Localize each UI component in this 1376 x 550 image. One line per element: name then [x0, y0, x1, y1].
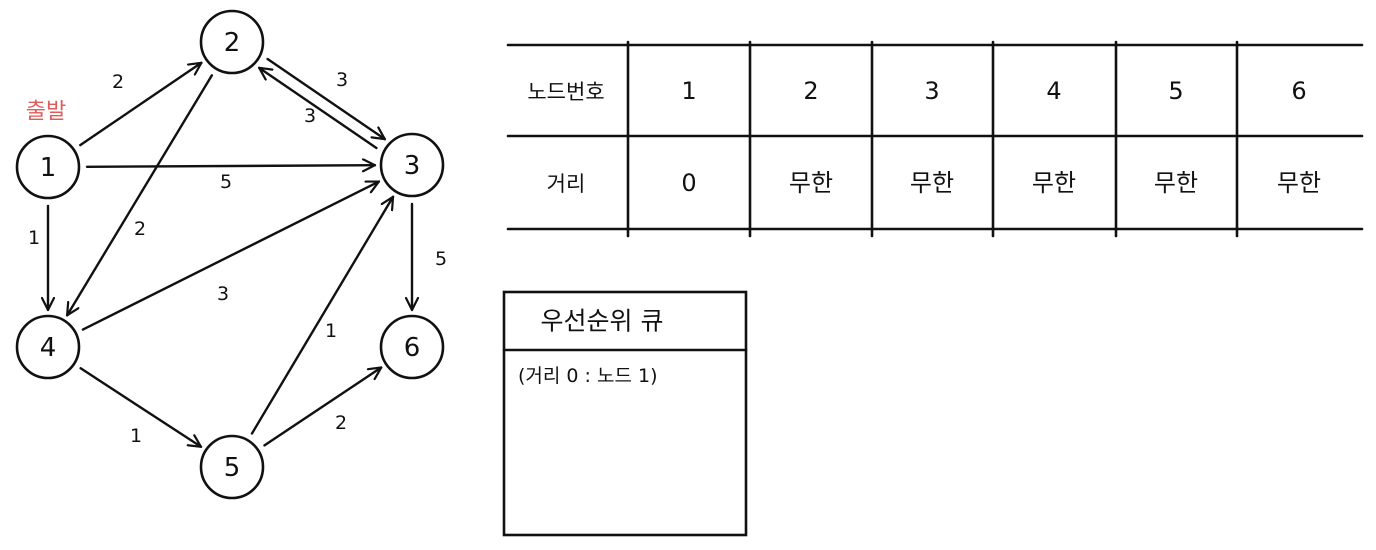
edge-weight-3-to-2: 3 [304, 105, 316, 127]
graph-edges [48, 57, 412, 448]
graph-node-6: 6 [379, 314, 445, 380]
priority-queue: 우선순위 큐 (거리 0 : 노드 1) [502, 290, 748, 537]
table-header-cell-2: 2 [803, 77, 818, 105]
table-header-cell-6: 6 [1291, 77, 1306, 105]
graph-node-4: 4 [15, 314, 81, 380]
edge-3-to-2 [257, 66, 378, 150]
graph-node-5: 5 [199, 434, 265, 500]
table-header-label: 노드번호 [527, 80, 604, 104]
node-label-1: 1 [40, 153, 57, 183]
edge-weight-5-to-3: 1 [325, 320, 337, 342]
edge-weight-1-to-3: 5 [220, 171, 232, 193]
table-distance-cell-1: 0 [681, 169, 696, 197]
edge-weight-5-to-6: 2 [335, 412, 347, 434]
edge-4-to-5 [79, 367, 203, 448]
edge-4-to-3 [81, 180, 381, 331]
start-label: 출발 [26, 100, 66, 125]
table-distance-cell-5: 무한 [1154, 169, 1198, 197]
table-distance-cell-6: 무한 [1277, 169, 1321, 197]
node-label-5: 5 [224, 453, 241, 483]
table-header-cell-1: 1 [681, 77, 696, 105]
queue-box [502, 290, 748, 537]
edge-5-to-3 [250, 195, 395, 435]
node-circle-1 [15, 134, 81, 200]
table-distance-cell-4: 무한 [1032, 169, 1076, 197]
edge-weight-2-to-4: 2 [134, 218, 146, 240]
table-row-label: 거리 [547, 172, 586, 196]
edge-weight-1-to-2: 2 [112, 71, 124, 93]
node-label-4: 4 [40, 333, 57, 363]
node-circle-3 [379, 132, 445, 198]
queue-title: 우선순위 큐 [541, 307, 664, 336]
graph-nodes: 1 2 3 4 5 6 [15, 9, 445, 500]
edge-2-to-3 [266, 57, 387, 141]
table-column-dividers [626, 40, 1239, 238]
edge-weight-4-to-5: 1 [130, 425, 142, 447]
graph-node-1: 1 [15, 134, 81, 200]
edge-1-to-2 [79, 61, 203, 147]
node-label-2: 2 [224, 28, 241, 58]
edge-weight-3-to-6: 5 [435, 248, 447, 270]
edge-2-to-4 [65, 74, 214, 317]
node-circle-6 [379, 314, 445, 380]
table-distance-cell-3: 무한 [910, 169, 954, 197]
node-circle-5 [199, 434, 265, 500]
edge-5-to-6 [263, 366, 383, 447]
queue-item: (거리 0 : 노드 1) [518, 365, 657, 387]
edge-1-to-3 [85, 165, 377, 167]
graph-node-3: 3 [379, 132, 445, 198]
table-distance-cell-2: 무한 [789, 169, 833, 197]
table-header-cell-4: 4 [1046, 77, 1061, 105]
edge-weight-1-to-4: 1 [28, 227, 40, 249]
node-circle-4 [15, 314, 81, 380]
node-label-6: 6 [404, 333, 421, 363]
table-header-cells: 1 2 3 4 5 6 [681, 77, 1306, 105]
edge-weight-2-to-3: 3 [336, 69, 348, 91]
node-circle-2 [199, 9, 265, 75]
table-distance-cells: 0 무한 무한 무한 무한 무한 [681, 169, 1321, 197]
table-header-cell-3: 3 [924, 77, 939, 105]
graph-node-2: 2 [199, 9, 265, 75]
distance-table: 노드번호 거리 1 2 3 4 5 6 0 무한 무한 무한 무한 무한 [506, 40, 1364, 238]
table-header-cell-5: 5 [1168, 77, 1183, 105]
node-label-3: 3 [404, 151, 421, 181]
edge-weight-4-to-3: 3 [217, 283, 229, 305]
queue-items: (거리 0 : 노드 1) [518, 365, 657, 387]
